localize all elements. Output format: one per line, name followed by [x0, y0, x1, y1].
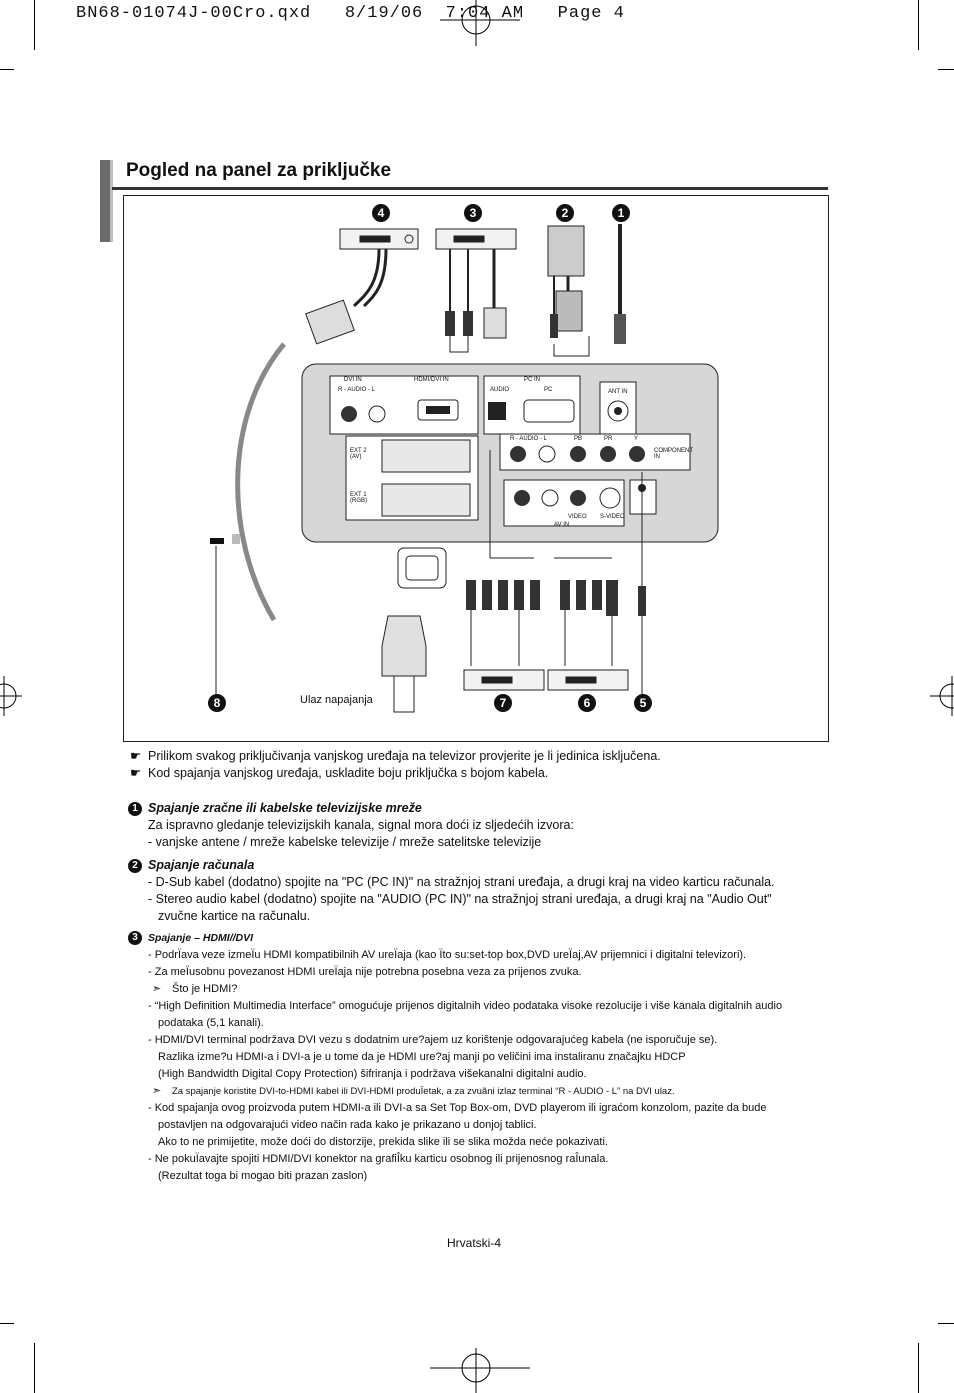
component-audio-label: R - AUDIO - L [510, 436, 548, 442]
section-3-l10: - Kod spajanja ovog proizvoda putem HDMI… [148, 1102, 767, 1114]
section-3-l11: postavljen na odgovarajući video način r… [158, 1119, 537, 1131]
section-1-line2: - vanjske antene / mreže kabelske televi… [148, 835, 542, 849]
dvd-device-bottom [463, 669, 545, 691]
note-1-text: Prilikom svakog priključivanja vanjskog … [148, 749, 661, 763]
section-2-line3: zvučne kartice na računalu. [158, 909, 311, 923]
section-3-l5: podataka (5,1 kanali). [158, 1017, 264, 1029]
header-bar [100, 160, 112, 242]
rca-plugs-component [466, 580, 540, 610]
pc-label: PC [544, 387, 553, 393]
section-3-l2: - Za meÏusobnu povezanost HDMI ureÏaja n… [148, 966, 582, 978]
dvi-in-label: DVI IN [344, 377, 362, 383]
dvd-device-top [435, 228, 517, 250]
video-label: VIDEO [568, 514, 587, 520]
crop-mark [34, 1343, 35, 1393]
connector-number-3: 3 [464, 204, 482, 222]
section-3-l9: Za spajanje koristite DVI-to-HDMI kabel … [172, 1086, 675, 1097]
header-bar-highlight [110, 160, 113, 242]
pointing-hand-icon: ☛ [130, 749, 142, 763]
ant-in-label: ANT IN [608, 389, 628, 395]
note-2: ☛ Kod spajanja vanjskog uređaja, uskladit… [130, 765, 548, 782]
section-3-l13: - Ne pokuÏavajte spojiti HDMI/DVI konekt… [148, 1153, 609, 1165]
connector-number-1: 1 [612, 204, 630, 222]
connector-number-7: 7 [494, 694, 512, 712]
y-label: Y [634, 436, 639, 442]
section-2: 2 Spajanje računala - D-Sub kabel (dodatn… [128, 857, 828, 925]
vcr-device-bottom [547, 669, 629, 691]
section-3-l14: (Rezultat toga bi mogao biti prazan zasl… [158, 1170, 368, 1182]
section-3-l12: Ako to ne primijetite, može doći do dist… [158, 1136, 608, 1148]
connection-panel-drawing [210, 224, 719, 713]
section-2-number: 2 [128, 858, 142, 873]
registration-mark [430, 1348, 530, 1393]
connector-number-8: 8 [208, 694, 226, 712]
registration-mark [0, 676, 22, 716]
print-slug: BN68-01074J-00Cro.qxd 8/19/06 7:04 AM Pa… [76, 4, 625, 23]
section-1-number: 1 [128, 801, 142, 816]
crop-mark [0, 69, 14, 70]
section-3-l1: - PodrÏava veze izmeÏu HDMI kompatibilni… [148, 949, 747, 961]
hdmi-dvi-in-label: HDMI/DVI IN [414, 377, 449, 383]
registration-mark [930, 676, 954, 716]
section-2-heading: Spajanje računala [148, 858, 255, 872]
section-3-l6: - HDMI/DVI terminal podržava DVI vezu s … [148, 1034, 718, 1046]
section-1: 1 Spajanje zračne ili kabelske televizijs… [128, 800, 828, 851]
svideo-label: S-VIDEO [600, 514, 625, 520]
crop-mark [918, 1343, 919, 1393]
section-3-l7: Razlika izme?u HDMI-a i DVI-a je u tome … [158, 1051, 686, 1063]
pc-in-label: PC IN [524, 377, 541, 383]
connector-number-4: 4 [372, 204, 390, 222]
pc-audio-label: AUDIO [490, 387, 510, 393]
header-rule [112, 187, 828, 190]
crop-mark [938, 1323, 954, 1324]
av-in-label: AV IN [554, 522, 570, 528]
connector-number-6: 6 [578, 694, 596, 712]
crop-mark [918, 0, 919, 50]
pointing-hand-icon: ☛ [130, 766, 142, 780]
section-3-l3: Što je HDMI? [172, 983, 238, 995]
section-3-l4: - “High Definition Multimedia Interface”… [148, 1000, 783, 1012]
pb-label: PB [574, 436, 583, 442]
vcr-device-top-left [339, 228, 419, 250]
section-1-heading: Spajanje zračne ili kabelske televizijsk… [148, 801, 422, 815]
arrow-icon: ➣ [152, 983, 162, 995]
section-1-line1: Za ispravno gledanje televizijskih kanal… [148, 818, 574, 832]
section-3-heading: Spajanje – HDMI//DVI [148, 932, 254, 944]
crop-mark [938, 69, 954, 70]
section-3: 3 Spajanje – HDMI//DVI - PodrÏava veze iz… [128, 930, 828, 1185]
arrow-icon: ➣ [152, 1085, 162, 1097]
crop-mark [0, 1323, 14, 1324]
page-footer: Hrvatski-4 [447, 1236, 502, 1250]
section-3-l8: (High Bandwidth Digital Copy Protection)… [158, 1068, 587, 1080]
registration-mark [440, 0, 520, 46]
crop-mark [34, 0, 35, 50]
pr-label: PR [604, 436, 613, 442]
ext2-label: EXT 2 (AV) [350, 448, 367, 460]
page-title: Pogled na panel za priključke [126, 160, 392, 181]
section-2-line1: - D-Sub kabel (dodatno) spojite na "PC (… [148, 875, 775, 889]
connector-number-5: 5 [634, 694, 652, 712]
component-in-label: COMPONENT IN [654, 448, 693, 460]
connector-number-2: 2 [556, 204, 574, 222]
connection-diagram: 4 3 2 1 8 7 6 5 Ulaz napajanja DVI IN R … [123, 195, 829, 742]
ext1-label: EXT 1 (RGB) [350, 492, 367, 504]
section-2-line2: - Stereo audio kabel (dodatno) spojite n… [148, 892, 772, 906]
dvi-audio-label: R - AUDIO - L [338, 387, 376, 393]
power-input-label: Ulaz napajanja [300, 694, 373, 706]
section-3-number: 3 [128, 931, 142, 946]
note-1: ☛ Prilikom svakog priključivanja vanjskog… [130, 748, 661, 765]
note-2-text: Kod spajanja vanjskog uređaja, uskladite… [148, 766, 549, 780]
rca-plugs-av [560, 580, 618, 616]
